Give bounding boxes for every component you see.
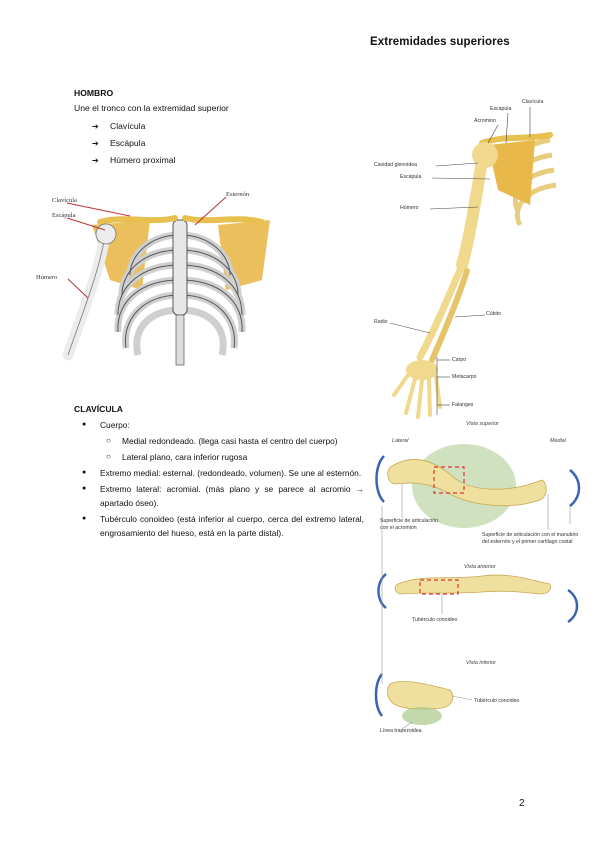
list-item: Extremo lateral: acromial. (más plano y … (74, 482, 364, 510)
list-item: Clavícula (92, 118, 175, 135)
label-clavicula: Clavícula (52, 197, 77, 204)
label-lateral: Lateral (392, 438, 409, 444)
label-cavidad: Cavidad glenoidea (374, 162, 417, 168)
list-item: Extremo medial: esternal. (redondeado, v… (74, 466, 364, 480)
label-sup-acromion: Superficie de articulación con el acromi… (380, 518, 438, 531)
arm-figure: Escápula Clavícula Acromion Cavidad glen… (370, 95, 570, 435)
label-falanges: Falanges (452, 402, 474, 408)
label-tuberculo: Tubérculo conoideo (412, 617, 458, 623)
label-humero-arm: Húmero (400, 205, 419, 211)
hombro-heading: HOMBRO (74, 88, 114, 98)
list-item: Medial redondeado. (llega casi hasta el … (74, 434, 364, 448)
label-humero: Húmero (36, 274, 58, 281)
label-sup-esternon: Superficie de articulación con el manubr… (482, 532, 579, 545)
label-tuberculo-2: Tubérculo conoideo (474, 698, 520, 704)
clavicle-figure: Lateral Medial Superficie de articulació… (372, 434, 592, 744)
label-vista-superior: Vista superior (466, 421, 499, 427)
clavicula-heading: CLAVÍCULA (74, 404, 124, 414)
list-item: Húmero proximal (92, 152, 175, 169)
shoulder-figure: Clavícula Escápula Húmero Esternón (30, 180, 280, 370)
label-medial: Medial (550, 438, 566, 444)
list-item: Lateral plano, cara inferior rugosa (74, 450, 364, 464)
label-vista-inferior: Vista inferior (466, 660, 496, 666)
label-metacarpo: Metacarpo (452, 374, 477, 380)
page-title: Extremidades superiores (370, 36, 510, 48)
label-esternon: Esternón (226, 191, 250, 198)
label-clavicula-arm: Clavícula (522, 99, 544, 105)
clavicula-list: Cuerpo: Medial redondeado. (llega casi h… (74, 418, 364, 542)
label-acromion: Acromion (474, 118, 496, 124)
label-vista-anterior: Vista anterior (464, 564, 496, 570)
label-escapula-top: Escápula (490, 106, 512, 112)
page-number: 2 (519, 798, 525, 809)
label-escapula-2: Escápula (400, 174, 422, 180)
list-item: Tubérculo conoideo (está inferior al cue… (74, 512, 364, 540)
hombro-intro: Une el tronco con la extremidad superior (74, 103, 229, 113)
list-item: Escápula (92, 135, 175, 152)
label-linea: Línea trapezoidea (380, 728, 422, 734)
label-radio: Radio (374, 319, 388, 325)
label-carpo: Carpo (452, 357, 467, 363)
hombro-list: Clavícula Escápula Húmero proximal (92, 118, 175, 169)
list-item: Cuerpo: (74, 418, 364, 432)
label-escapula: Escápula (52, 212, 76, 219)
label-cubito: Cúbito (486, 311, 501, 317)
